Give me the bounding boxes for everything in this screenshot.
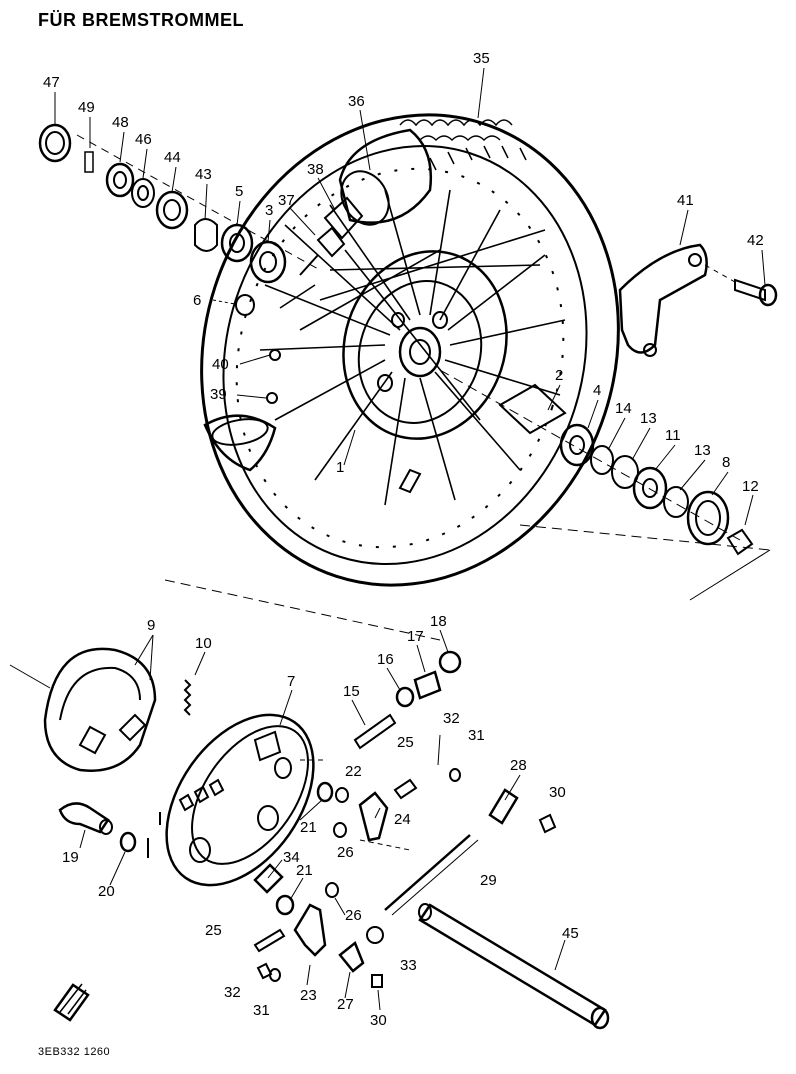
label-23: 23 — [300, 987, 317, 1004]
label-26-a: 26 — [337, 844, 354, 861]
label-28: 28 — [510, 757, 527, 774]
label-13-a: 13 — [640, 410, 657, 427]
torque-rod-parts — [316, 650, 557, 916]
label-10: 10 — [195, 635, 212, 652]
label-30-b: 30 — [370, 1012, 387, 1029]
label-21-a: 21 — [300, 819, 317, 836]
bracket-41 — [618, 243, 708, 357]
label-36: 36 — [348, 93, 365, 110]
tire-cutaway — [203, 414, 277, 472]
label-24: 24 — [394, 811, 411, 828]
valve — [398, 468, 422, 494]
tire-tread — [399, 119, 527, 171]
label-17: 17 — [407, 628, 424, 645]
leader-lines — [54, 67, 766, 1011]
brake-panel — [165, 713, 315, 887]
label-18: 18 — [430, 613, 447, 630]
axle-45 — [418, 903, 610, 1030]
label-11: 11 — [665, 427, 681, 444]
label-13-b: 13 — [694, 442, 711, 459]
left-parts — [38, 123, 321, 404]
label-21-b: 21 — [296, 862, 313, 879]
label-4: 4 — [593, 382, 601, 399]
label-2: 2 — [555, 367, 563, 384]
bolt-42 — [704, 264, 778, 307]
label-22: 22 — [345, 763, 362, 780]
label-26-b: 26 — [345, 907, 362, 924]
label-37: 37 — [278, 192, 295, 209]
label-20: 20 — [98, 883, 115, 900]
label-41: 41 — [677, 192, 694, 209]
tire — [200, 113, 620, 587]
page-title: FÜR BREMSTROMMEL — [38, 10, 244, 30]
label-25-a: 25 — [397, 734, 414, 751]
label-31-a: 31 — [468, 727, 485, 744]
wheel-hub — [342, 250, 508, 440]
spokes — [259, 189, 566, 506]
label-32-b: 32 — [224, 984, 241, 1001]
spring-10 — [183, 679, 192, 716]
label-19: 19 — [62, 849, 79, 866]
label-5: 5 — [235, 183, 243, 200]
label-3: 3 — [265, 202, 273, 219]
label-47: 47 — [43, 74, 60, 91]
label-1: 1 — [336, 459, 344, 476]
label-14: 14 — [615, 400, 632, 417]
label-44: 44 — [164, 149, 181, 166]
label-32-a: 32 — [443, 710, 460, 727]
label-45: 45 — [562, 925, 579, 942]
speedometer-gear-unit — [299, 128, 432, 276]
lower-hardware — [253, 759, 411, 988]
label-40: 40 — [212, 356, 229, 373]
label-43: 43 — [195, 166, 212, 183]
right-parts — [164, 369, 771, 641]
label-15: 15 — [343, 683, 360, 700]
label-16: 16 — [377, 651, 394, 668]
label-27: 27 — [337, 996, 354, 1013]
cam-lever-19 — [58, 802, 113, 835]
label-46: 46 — [135, 131, 152, 148]
label-38: 38 — [307, 161, 324, 178]
yamaha-logo-mark — [53, 983, 90, 1022]
label-6: 6 — [193, 292, 201, 309]
brake-shoes — [9, 647, 157, 772]
tire-cutaway-inner — [211, 418, 269, 446]
label-8: 8 — [722, 454, 730, 471]
label-29: 29 — [480, 872, 497, 889]
label-25-b: 25 — [205, 922, 222, 939]
label-39: 39 — [210, 386, 227, 403]
label-34: 34 — [283, 849, 300, 866]
label-49: 49 — [78, 99, 95, 116]
label-42: 42 — [747, 232, 764, 249]
part-labels: 47 49 48 46 44 43 5 3 6 40 39 35 36 38 3… — [43, 50, 764, 1029]
label-30-a: 30 — [549, 784, 566, 801]
label-9: 9 — [147, 617, 155, 634]
label-48: 48 — [112, 114, 129, 131]
diagram-code: 3EB332 1260 — [38, 1046, 111, 1058]
label-7: 7 — [287, 673, 295, 690]
label-12: 12 — [742, 478, 759, 495]
washer-20 — [119, 831, 137, 853]
label-33: 33 — [400, 957, 417, 974]
label-31-b: 31 — [253, 1002, 270, 1019]
label-35: 35 — [473, 50, 490, 67]
